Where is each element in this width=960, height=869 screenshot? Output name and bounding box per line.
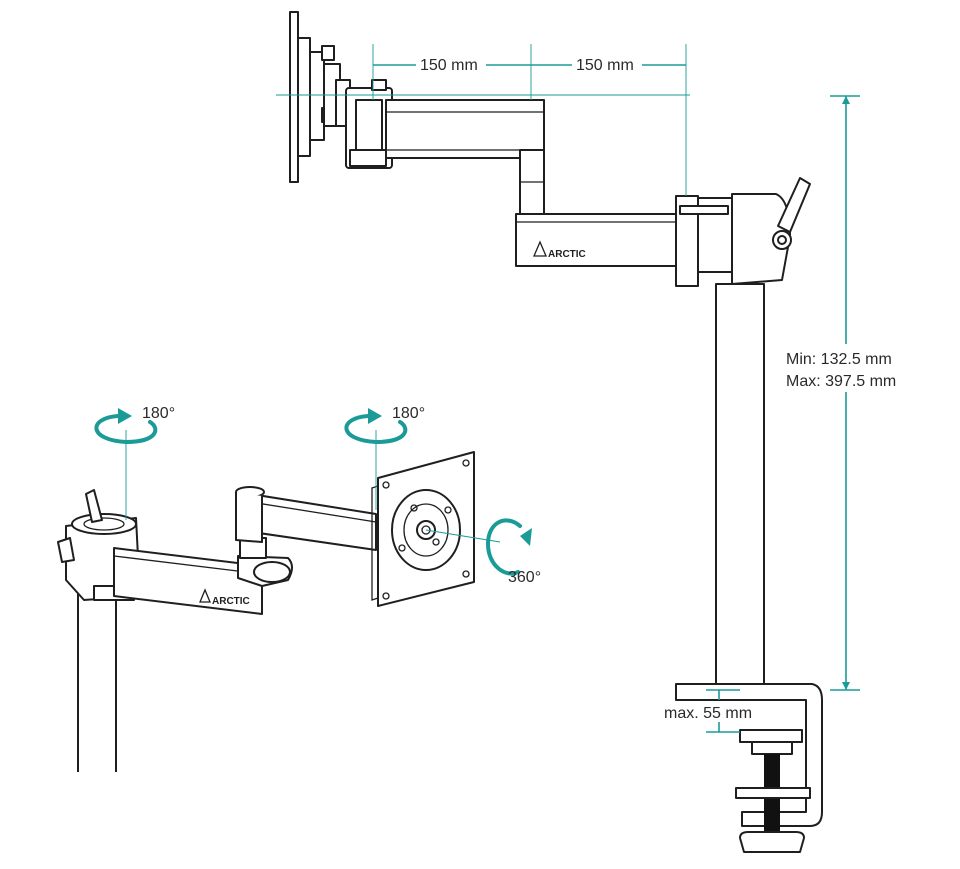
vesa-plate-side [289, 11, 351, 183]
pole [715, 283, 765, 685]
upper-arm-side [385, 99, 545, 217]
arctic-logo-perspective: ARCTIC [212, 596, 250, 607]
dim-label-pole-min: Min: 132.5 mm [786, 351, 892, 368]
rotation-base-swivel: 180° [94, 405, 175, 520]
perspective-upper-arm [235, 486, 377, 551]
rotation-indicators: 180° 180° 360° [94, 405, 541, 586]
rotation-label-vesa: 360° [508, 569, 541, 586]
rotation-label-base: 180° [142, 405, 175, 422]
perspective-vesa-plate [371, 451, 475, 607]
rotation-label-arm: 180° [392, 405, 425, 422]
perspective-arm: ARCTIC [57, 451, 475, 772]
dimension-lines [276, 44, 860, 733]
side-view-arm: ARCTIC [289, 11, 823, 853]
dim-label-arm-2: 150 mm [576, 57, 634, 74]
pole-joint-side [675, 177, 811, 287]
dim-label-pole-max: Max: 397.5 mm [786, 373, 896, 390]
arctic-logo-side: ARCTIC [548, 249, 586, 260]
rotation-vesa: 360° [425, 518, 541, 586]
dim-label-arm-1: 150 mm [420, 57, 478, 74]
desk-clamp [675, 683, 823, 853]
dim-label-clamp-max: max. 55 mm [664, 705, 752, 722]
dimension-ticks [842, 96, 850, 690]
perspective-lower-arm: ARCTIC [113, 537, 293, 615]
rotation-arm-swivel: 180° [344, 405, 425, 510]
lower-arm-side: ARCTIC [515, 213, 687, 267]
dimension-labels: 150 mm 150 mm Min: 132.5 mm Max: 397.5 m… [420, 57, 896, 722]
